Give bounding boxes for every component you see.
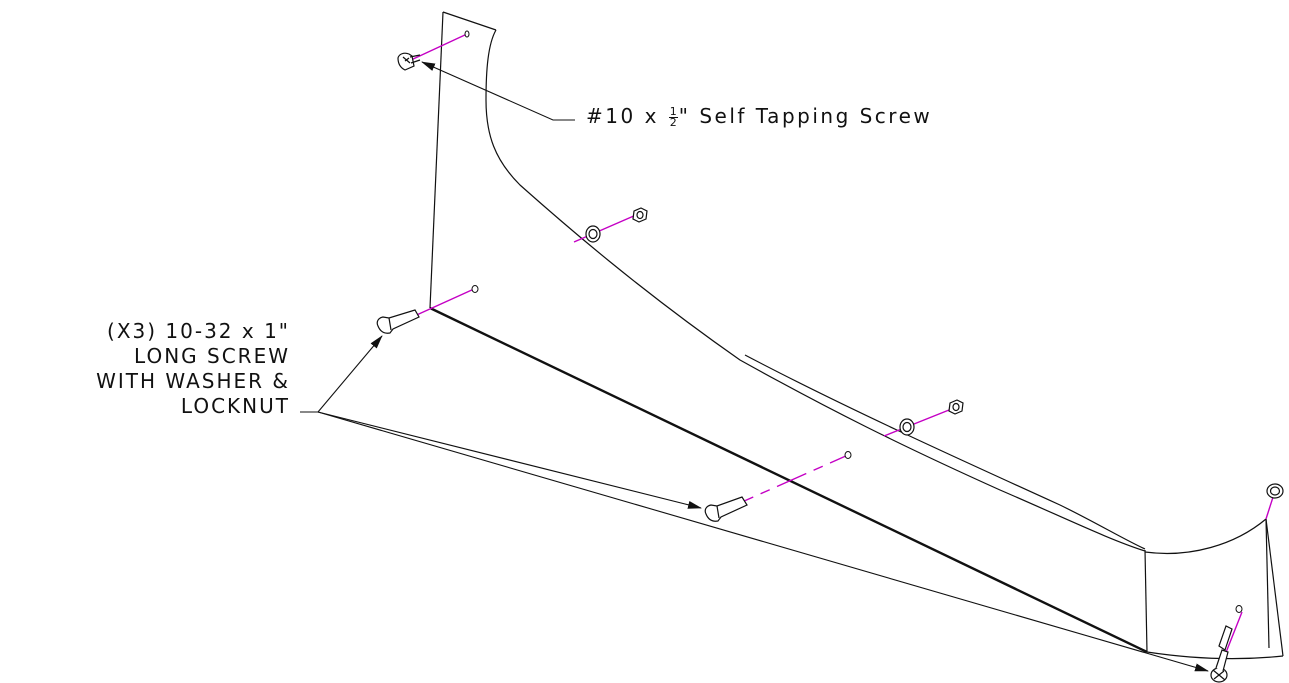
leader-self-tapping-screw bbox=[421, 61, 575, 121]
panel-far-end-top bbox=[1144, 518, 1267, 555]
panel-far-end-inner bbox=[1265, 518, 1270, 649]
panel-top-edge bbox=[442, 11, 497, 31]
panel-edge-offset bbox=[744, 354, 1146, 550]
leader-lines bbox=[300, 61, 1209, 672]
hole-top bbox=[464, 30, 470, 38]
callout-prefix: #10 x bbox=[586, 104, 668, 128]
fraction-denominator: 2 bbox=[669, 116, 677, 129]
long-screw-callout-line-1: (X3) 10-32 x 1" bbox=[107, 319, 290, 343]
panel-end-cap bbox=[1144, 549, 1148, 653]
fraction-bar bbox=[668, 117, 678, 118]
long-screw-callout: (X3) 10-32 x 1" LONG SCREW WITH WASHER &… bbox=[8, 319, 290, 419]
holes bbox=[464, 30, 1243, 613]
callout-suffix: " Self Tapping Screw bbox=[678, 104, 933, 128]
long-screw-middle-icon bbox=[704, 496, 748, 522]
hole-middle bbox=[844, 451, 852, 459]
panel-left-edge bbox=[429, 11, 444, 309]
washer-nut-upper-icon bbox=[585, 207, 648, 243]
long-screw-callout-line-2: LONG SCREW bbox=[134, 344, 290, 368]
long-screw-left-icon bbox=[376, 309, 420, 334]
panel-far-end-right bbox=[1265, 518, 1284, 657]
centerline-middle-nut bbox=[883, 407, 955, 437]
panel-bottom-edge bbox=[429, 306, 1148, 654]
leader-long-screw-right bbox=[317, 411, 1209, 672]
leader-long-screw-middle bbox=[317, 411, 702, 509]
hole-left bbox=[471, 285, 479, 293]
hole-right bbox=[1235, 605, 1243, 613]
washer-nut-middle-icon bbox=[899, 399, 964, 436]
panel-curved-edge bbox=[485, 29, 1146, 552]
centerline-upper-nut bbox=[573, 214, 637, 243]
long-screw-callout-line-3: WITH WASHER & bbox=[96, 369, 290, 393]
centerline-top-screw bbox=[410, 33, 468, 61]
long-screw-callout-line-4: LOCKNUT bbox=[180, 394, 290, 418]
self-tapping-screw-icon bbox=[397, 52, 421, 71]
centerline-left-screw bbox=[409, 288, 475, 319]
fraction-numerator: 1 bbox=[669, 105, 677, 118]
leader-long-screw-left bbox=[317, 335, 383, 413]
washer-right-icon bbox=[1266, 483, 1284, 499]
bracket-panel bbox=[429, 11, 1284, 660]
panel-far-end-bottom bbox=[1146, 651, 1284, 660]
long-screw-right-icon bbox=[1210, 625, 1233, 683]
